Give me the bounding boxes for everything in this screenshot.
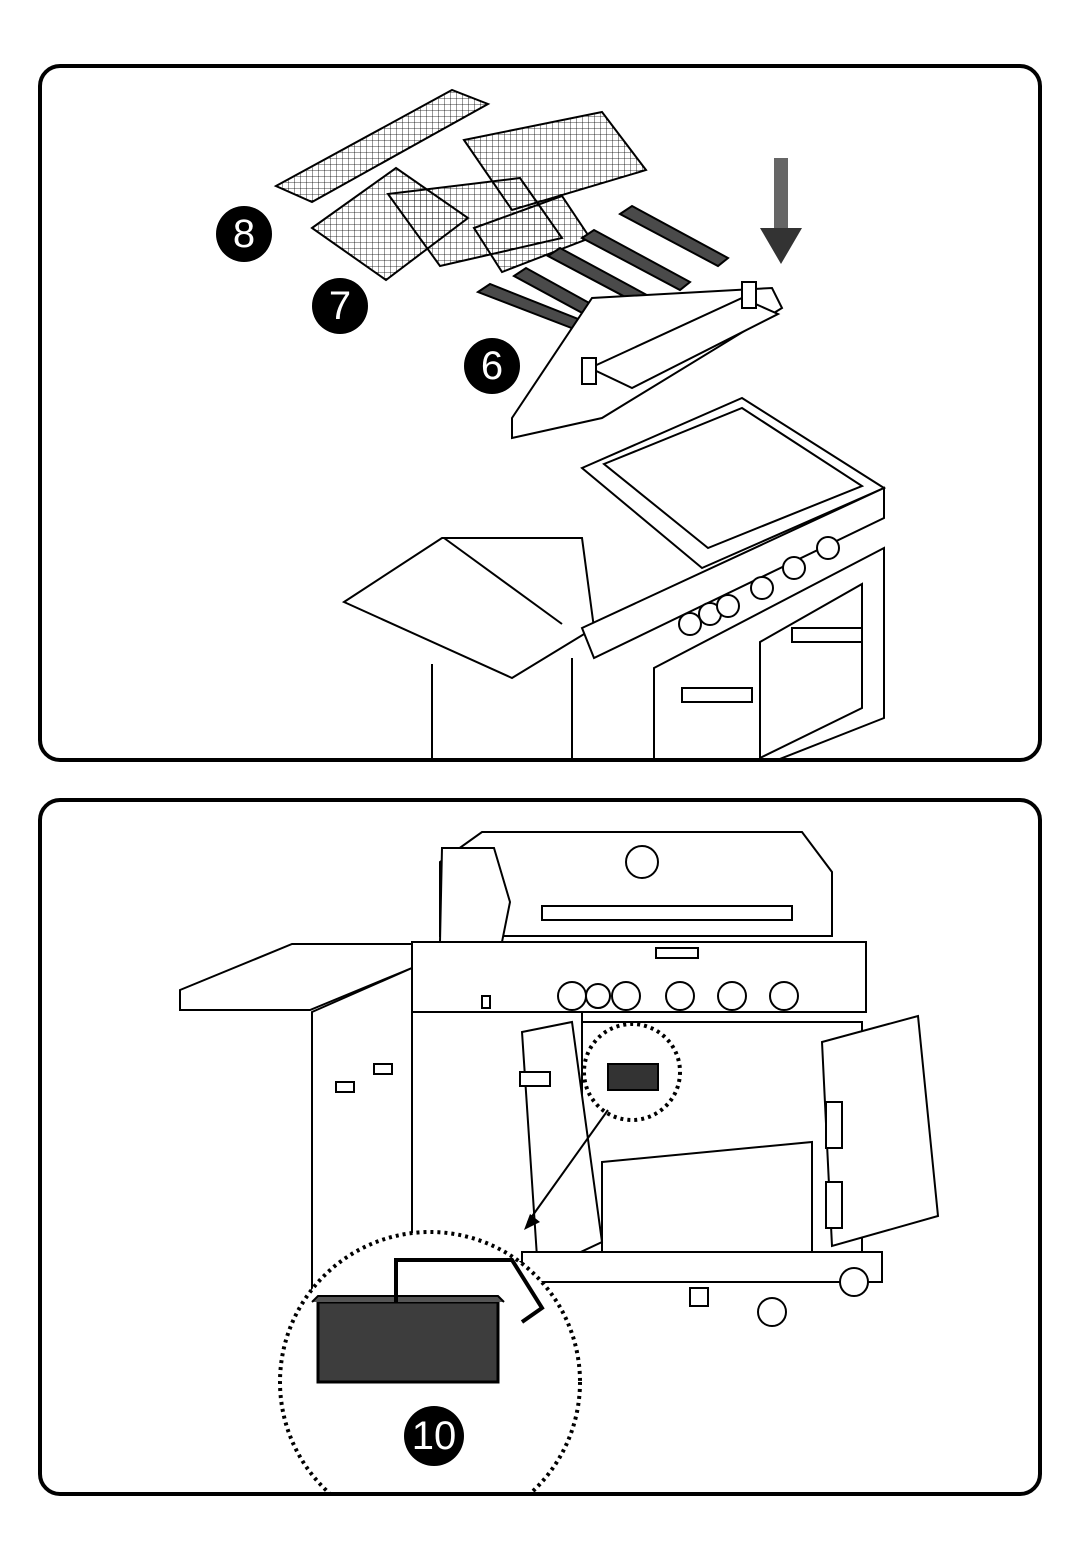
grill-assembly-illustration-top	[42, 68, 1042, 762]
step-panel-top: 8 7 6	[38, 64, 1042, 762]
down-arrow-icon	[760, 158, 802, 264]
grease-cup-small	[608, 1064, 658, 1090]
step-label-7: 7	[312, 278, 368, 334]
grill-assembly-illustration-bottom	[42, 802, 1042, 1496]
step-label-8: 8	[216, 206, 272, 262]
grill-body-top	[344, 282, 884, 762]
step-label-10: 10	[404, 1406, 464, 1466]
step-label-6: 6	[464, 338, 520, 394]
step-panel-bottom: 10	[38, 798, 1042, 1496]
